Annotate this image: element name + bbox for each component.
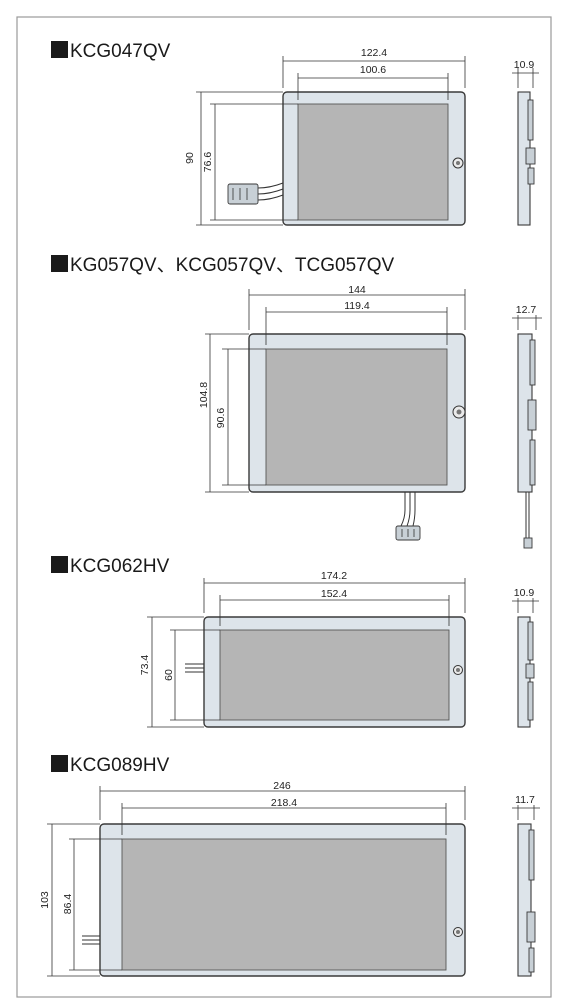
dim-label-outer-height: 103 [39, 891, 51, 909]
dimension-active-width: 152.4 [219, 588, 450, 626]
bullet-square-icon [51, 255, 68, 272]
model-title: KCG089HV [70, 755, 170, 776]
dim-label-outer-height: 104.8 [198, 382, 210, 408]
dim-label-active-width: 218.4 [271, 797, 297, 809]
front-view [82, 823, 466, 977]
dim-label-thickness: 12.7 [516, 304, 537, 316]
dimension-outer-height: 73.4 [139, 616, 204, 728]
dimension-outer-height: 90 [184, 91, 283, 226]
active-area [265, 348, 448, 486]
dim-label-active-width: 152.4 [321, 588, 347, 600]
dim-label-thickness: 11.7 [515, 794, 535, 806]
bullet-square-icon [51, 556, 68, 573]
dimension-outer-width: 122.4 [282, 47, 466, 88]
model-section-kcg047qv: KCG047QV 122.4 [51, 41, 539, 226]
dim-label-active-height: 86.4 [62, 894, 74, 915]
dimension-outer-width: 174.2 [203, 570, 466, 613]
dim-label-active-height: 60 [163, 669, 175, 681]
dim-label-active-height: 90.6 [215, 408, 227, 429]
dim-label-outer-height: 90 [184, 152, 196, 164]
dim-label-outer-width: 174.2 [321, 570, 347, 582]
cable-connector-icon [82, 935, 100, 945]
dimension-active-width: 100.6 [297, 64, 449, 100]
dim-label-active-width: 100.6 [360, 64, 386, 76]
active-area [219, 629, 450, 721]
dim-label-outer-width: 246 [273, 780, 291, 792]
model-title: KCG047QV [70, 41, 171, 62]
front-view [227, 91, 466, 226]
dimension-active-width: 218.4 [121, 797, 447, 835]
model-title: KG057QV、KCG057QV、TCG057QV [70, 255, 395, 276]
dimension-active-width: 119.4 [265, 300, 448, 345]
dimension-active-height: 86.4 [62, 838, 122, 971]
cable-connector-icon [395, 492, 421, 541]
side-view: 12.7 [512, 304, 542, 549]
dimension-active-height: 90.6 [215, 348, 266, 486]
model-section-kcg089hv: KCG089HV 246 218.4 [39, 755, 540, 977]
side-view: 10.9 [512, 59, 539, 226]
cable-connector-icon [227, 182, 284, 205]
side-view: 11.7 [512, 794, 540, 977]
dim-label-outer-width: 122.4 [361, 47, 387, 59]
active-area [121, 838, 447, 971]
side-view: 10.9 [512, 587, 539, 728]
dimension-outer-width: 246 [99, 780, 466, 820]
dim-label-active-width: 119.4 [344, 300, 370, 312]
dimension-outer-height: 103 [39, 823, 100, 977]
model-title: KCG062HV [70, 556, 170, 577]
bullet-square-icon [51, 755, 68, 772]
active-area [297, 103, 449, 221]
dim-label-outer-height: 73.4 [139, 655, 151, 676]
dimension-active-height: 60 [163, 629, 220, 721]
cable-connector-icon [185, 663, 204, 673]
dimension-outer-height: 104.8 [198, 333, 249, 493]
page-frame [16, 16, 552, 998]
dim-label-active-height: 76.6 [202, 152, 214, 173]
dimension-active-height: 76.6 [202, 103, 298, 221]
front-view [248, 333, 466, 541]
model-section-kcg057qv: KG057QV、KCG057QV、TCG057QV 144 11 [51, 255, 542, 549]
dimension-outer-width: 144 [248, 284, 466, 330]
dim-label-thickness: 10.9 [514, 59, 535, 71]
dim-label-thickness: 10.9 [514, 587, 535, 599]
bullet-square-icon [51, 41, 68, 58]
dim-label-outer-width: 144 [348, 284, 366, 296]
front-view [185, 616, 466, 728]
model-section-kcg062hv: KCG062HV 174.2 152.4 [51, 556, 539, 728]
